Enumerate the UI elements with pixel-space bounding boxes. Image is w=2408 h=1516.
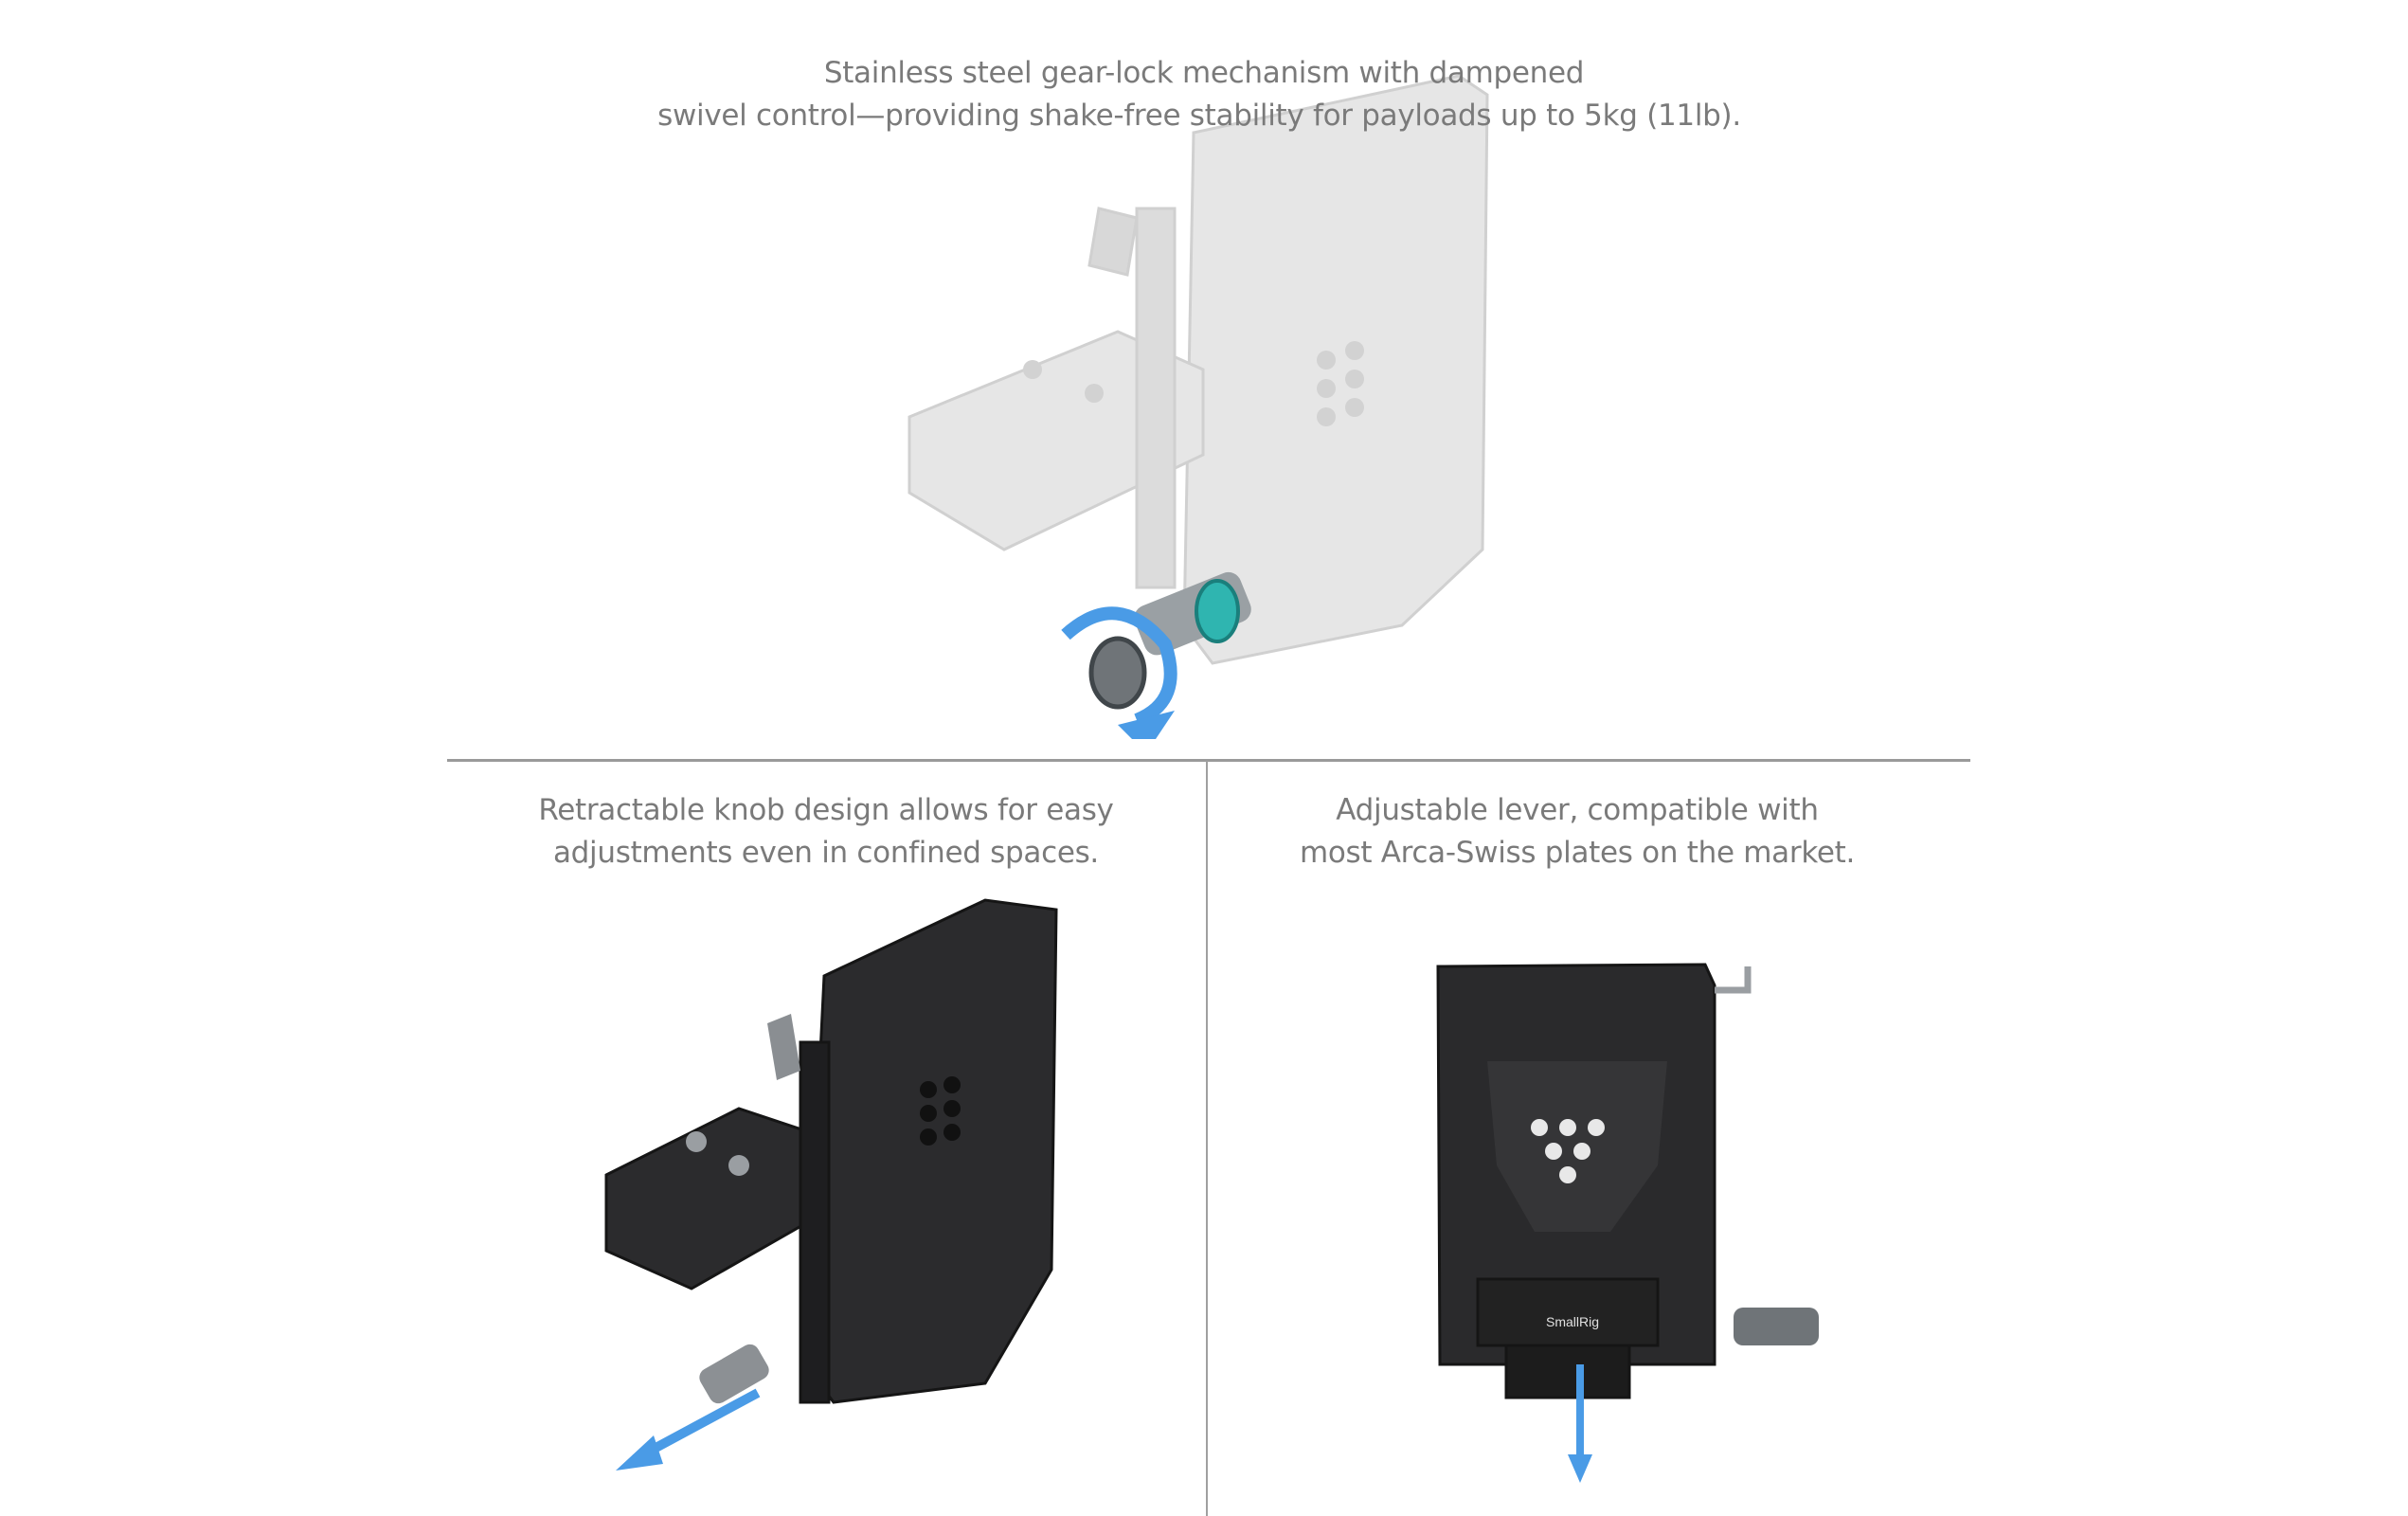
rotate-arrow-icon xyxy=(1061,606,1177,727)
right-caption-line1: Adjustable lever, compatible with xyxy=(1336,793,1819,827)
horizontal-divider xyxy=(447,759,1970,762)
gear-lock-product-image xyxy=(907,74,1489,739)
retractable-knob-product-image xyxy=(604,898,1058,1471)
left-caption-line1: Retractable knob design allows for easy xyxy=(538,793,1114,827)
right-caption-line2: most Arca-Swiss plates on the market. xyxy=(1299,836,1856,870)
top-caption-line1: Stainless steel gear-lock mechanism with… xyxy=(823,56,1585,90)
left-feature-caption: Retractable knob design allows for easy … xyxy=(447,789,1205,875)
top-feature-caption: Stainless steel gear-lock mechanism with… xyxy=(0,52,2408,137)
left-caption-line2: adjustments even in confined spaces. xyxy=(552,836,1099,870)
adjustable-lever-product-image: SmallRig xyxy=(1436,963,1819,1483)
top-caption-line2: swivel control—providing shake-free stab… xyxy=(657,99,1741,133)
right-feature-caption: Adjustable lever, compatible with most A… xyxy=(1208,789,1947,875)
brand-logo: SmallRig xyxy=(1546,1314,1599,1329)
vertical-divider xyxy=(1206,761,1208,1516)
